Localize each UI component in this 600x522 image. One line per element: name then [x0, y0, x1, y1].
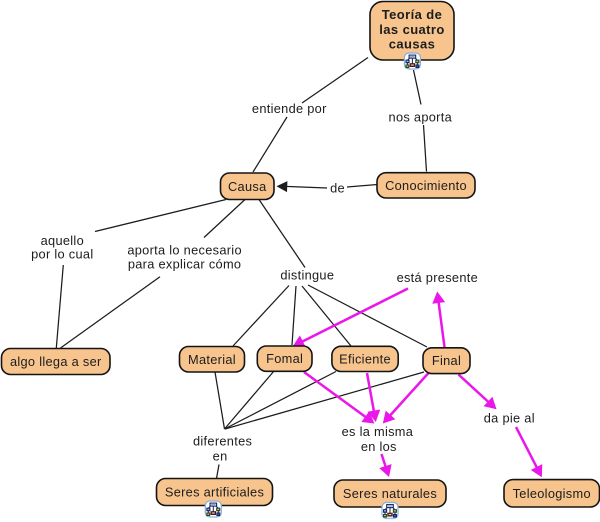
svg-text:Teoría de: Teoría de [382, 7, 442, 22]
svg-text:Causa: Causa [228, 179, 267, 194]
svg-text:algo llega a ser: algo llega a ser [10, 354, 102, 369]
svg-text:aporta lo necesario: aporta lo necesario [127, 243, 242, 258]
svg-text:entiende por: entiende por [252, 101, 327, 116]
svg-text:para explicar cómo: para explicar cómo [128, 256, 242, 271]
svg-text:distingue: distingue [280, 267, 334, 282]
svg-text:nos aporta: nos aporta [389, 110, 453, 125]
svg-text:es la misma: es la misma [342, 424, 414, 439]
svg-text:Fomal: Fomal [266, 351, 303, 366]
svg-text:Seres naturales: Seres naturales [343, 486, 437, 501]
svg-text:Material: Material [188, 352, 236, 367]
svg-text:por lo cual: por lo cual [31, 246, 93, 261]
svg-text:en los: en los [361, 439, 397, 454]
svg-text:Teleologismo: Teleologismo [513, 486, 591, 501]
svg-text:da pie al: da pie al [484, 410, 535, 425]
svg-text:Seres artificiales: Seres artificiales [165, 485, 264, 500]
svg-text:en: en [213, 449, 228, 464]
svg-text:Conocimiento: Conocimiento [385, 178, 467, 193]
svg-text:Final: Final [432, 353, 461, 368]
svg-text:aquello: aquello [41, 233, 84, 248]
svg-text:Eficiente: Eficiente [339, 351, 391, 366]
svg-text:causas: causas [389, 37, 436, 52]
svg-text:está presente: está presente [397, 270, 478, 285]
svg-text:de: de [330, 180, 345, 195]
svg-text:las cuatro: las cuatro [379, 22, 444, 37]
svg-text:diferentes: diferentes [193, 434, 252, 449]
